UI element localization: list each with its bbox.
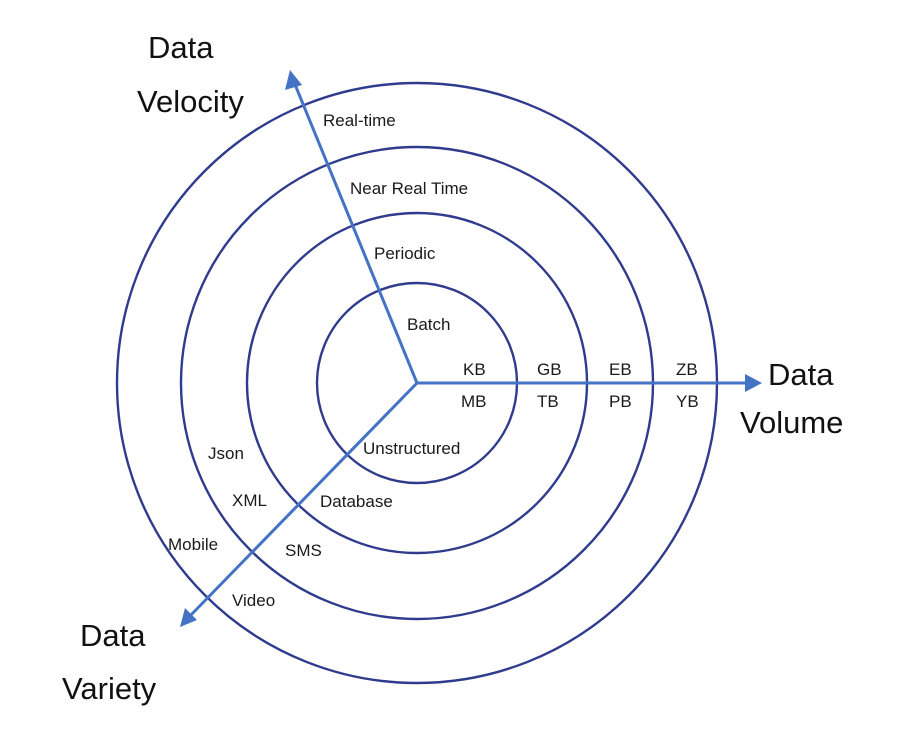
velocity-arrowhead [285,70,302,90]
velocity-level-periodic: Periodic [374,244,436,263]
volume-level-zb: ZB [676,360,698,379]
volume-level-pb: PB [609,392,632,411]
volume-level-tb: TB [537,392,559,411]
variety-level-mobile: Mobile [168,535,218,554]
variety-axis-line [187,381,419,619]
velocity-axis-title-line2: Velocity [137,84,244,119]
velocity-level-near-real-time: Near Real Time [350,179,468,198]
velocity-level-real-time: Real-time [323,111,396,130]
velocity-axis-title-line1: Data [148,30,214,65]
variety-axis-title-line2: Variety [62,671,157,706]
variety-axis-title-line1: Data [80,618,146,653]
volume-axis-title-line1: Data [768,357,834,392]
velocity-level-batch: Batch [407,315,450,334]
velocity-axis-line [292,81,419,384]
variety-level-unstructured: Unstructured [363,439,460,458]
variety-level-xml: XML [232,491,267,510]
variety-arrowhead [180,608,197,627]
volume-arrowhead [745,374,762,392]
volume-level-mb: MB [461,392,487,411]
variety-level-json: Json [208,444,244,463]
volume-level-yb: YB [676,392,699,411]
volume-axis-title-line2: Volume [740,405,843,440]
variety-level-sms: SMS [285,541,322,560]
volume-level-kb: KB [463,360,486,379]
volume-level-eb: EB [609,360,632,379]
variety-level-video: Video [232,591,275,610]
variety-level-database: Database [320,492,393,511]
volume-level-gb: GB [537,360,562,379]
